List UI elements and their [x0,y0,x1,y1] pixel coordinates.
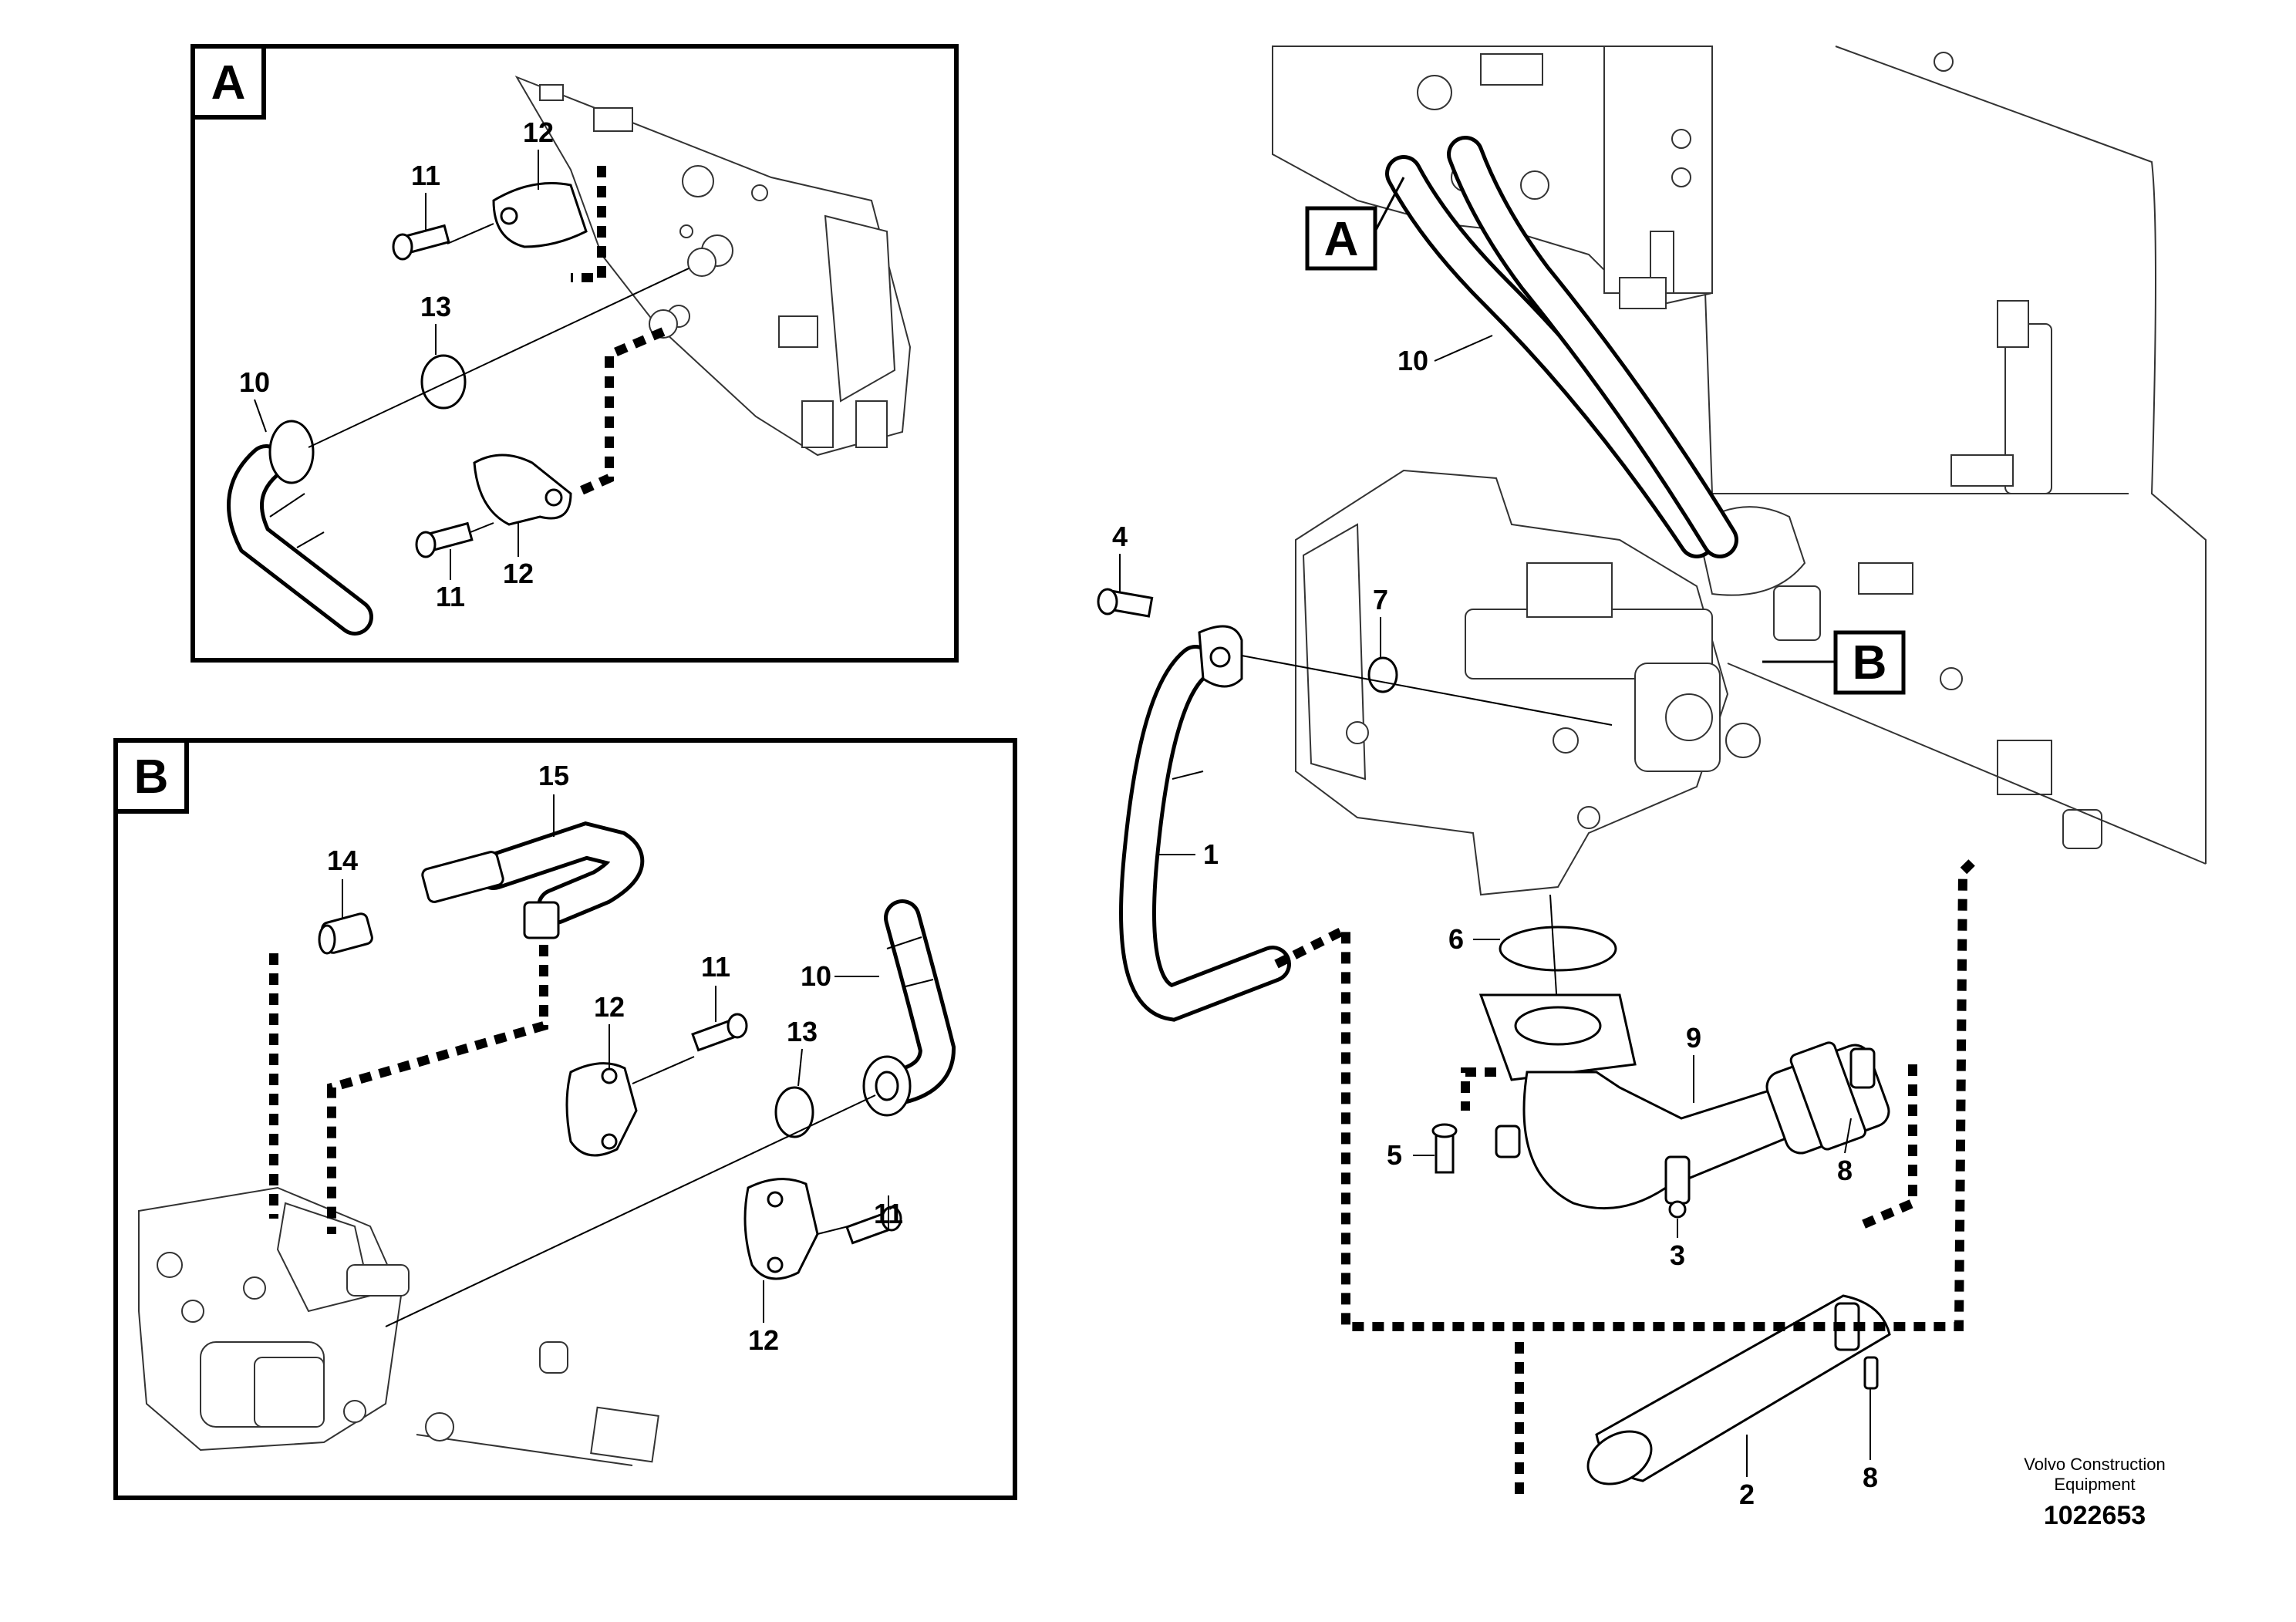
callout-11-b-top: 11 [701,951,730,983]
callout-8-main-bottom: 8 [1863,1462,1878,1493]
hose-10-main [1385,136,1738,558]
bolt-11-bottom-b [845,1206,902,1245]
detail-b-frame [113,738,1017,1500]
detail-view-b: B [113,738,1017,1500]
detail-b-label-box [113,738,189,814]
view-marker-b: B [1853,636,1887,690]
callout-12-a-top: 12 [523,116,554,148]
bolt-11-bottom-a [415,521,474,558]
callout-6-main: 6 [1448,923,1464,955]
detail-a-label: A [211,56,246,110]
bolt-11-top-b [691,1013,748,1052]
hose-clamp-8-top [1849,1047,1876,1089]
bolt-4-main [1097,588,1154,618]
hose-clamp-3 [1664,1155,1691,1219]
detail-view-a: A [190,44,959,663]
callout-15-b: 15 [538,760,569,791]
bolt-5-main [1431,1123,1458,1174]
callout-14-b: 14 [327,845,358,876]
o-ring-6-main [1499,926,1617,972]
hose-1-main [1119,625,1291,1022]
detail-a-label-box [190,44,266,120]
o-ring-13-a [420,354,467,410]
document-number: 1022653 [2044,1501,2146,1530]
main-pump-housing [1295,469,1821,896]
callout-1-main: 1 [1203,838,1219,870]
pump-assembly-b [138,1186,659,1466]
callout-12-b-bottom: 12 [748,1324,779,1356]
callout-10-b: 10 [801,960,831,992]
callout-4-main: 4 [1112,521,1128,552]
o-ring-13-b [774,1086,814,1138]
callout-12-b-top: 12 [594,991,625,1023]
detail-b-label: B [134,750,169,804]
flange-half-12-top-b [565,1062,638,1157]
flange-half-12-bottom-b [743,1178,819,1280]
hose-clamp-8-bottom [1863,1356,1879,1390]
callout-13-b: 13 [787,1016,818,1047]
credit-line-1: Volvo Construction [2024,1455,2165,1474]
flange-half-12-top-a [492,182,588,248]
credit-line-2: Equipment [2054,1475,2135,1494]
callout-2-main: 2 [1739,1479,1755,1510]
view-marker-a: A [1324,213,1359,266]
hose-2-main [1586,1294,1891,1485]
callout-3-main: 3 [1670,1239,1685,1271]
callout-5-main: 5 [1387,1139,1402,1171]
callout-11-a-top: 11 [411,160,440,191]
callout-9-main: 9 [1686,1022,1701,1054]
callout-12-a-bottom: 12 [503,558,534,589]
o-ring-7-main [1367,656,1398,693]
detail-a-frame [190,44,959,663]
hose-10-a [227,420,373,636]
bolt-11-top-a [392,224,450,261]
fitting-14-b [318,912,373,955]
callout-13-a: 13 [420,291,451,322]
main-view: A B 10 4 7 1 6 9 8 5 3 2 8 [1097,46,2207,1510]
callout-7-main: 7 [1373,584,1388,615]
callout-11-a-bottom: 11 [436,581,465,612]
hose-10-b [862,899,956,1117]
callout-10-main: 10 [1397,345,1428,376]
callout-8-main-top: 8 [1837,1155,1853,1186]
document-credit: Volvo Construction Equipment 1022653 [2024,1455,2165,1530]
machine-frame [1696,46,2207,865]
callout-10-a: 10 [239,366,270,398]
hose-15-b [421,821,645,939]
view-marker-a-box [1305,206,1377,271]
flange-half-12-bottom-a [473,454,572,526]
